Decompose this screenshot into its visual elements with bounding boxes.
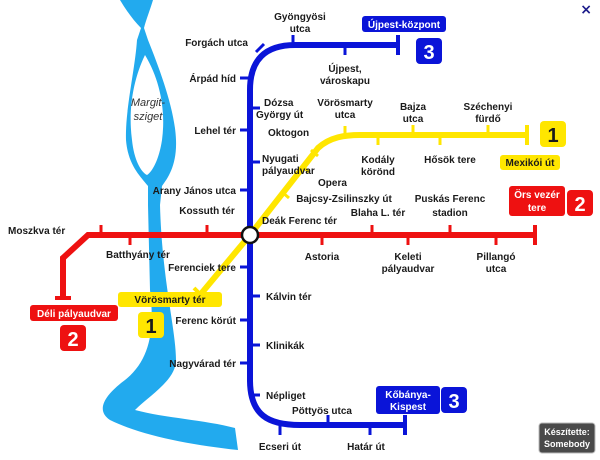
label-bajza-2: utca bbox=[403, 114, 424, 125]
label-ferenc-korut: Ferenc körút bbox=[175, 316, 236, 327]
label-puskas-1: Puskás Ferenc bbox=[415, 194, 486, 205]
badge-ors-line1: Örs vezér bbox=[514, 188, 560, 201]
badge-m3-north-number: 3 bbox=[423, 42, 434, 64]
label-vorosmarty-utca-1: Vörösmarty bbox=[317, 98, 373, 109]
badge-ors-line2: tere bbox=[528, 203, 547, 214]
margit-island bbox=[130, 55, 164, 175]
badge-ujpest-kozpont-label: Újpest-központ bbox=[368, 18, 441, 31]
label-opera: Opera bbox=[318, 178, 347, 189]
label-bajcsy: Bajcsy-Zsilinszky út bbox=[296, 194, 392, 205]
label-gyongyosi-2: utca bbox=[290, 24, 311, 35]
badge-kobanya-kispest[interactable]: Kőbánya- Kispest 3 bbox=[376, 386, 467, 414]
label-keleti-1: Keleti bbox=[394, 252, 421, 263]
tick-forgach bbox=[254, 42, 266, 54]
badge-deli-palyaudvar[interactable]: Déli pályaudvar 2 bbox=[30, 305, 118, 351]
label-kodaly-1: Kodály bbox=[361, 155, 395, 166]
label-astoria: Astoria bbox=[305, 252, 340, 263]
line-m1-track bbox=[197, 132, 527, 297]
credit-box: Készítette: Somebody bbox=[538, 422, 596, 454]
tick-bajcsy bbox=[281, 190, 290, 200]
label-ecseri: Ecseri út bbox=[259, 442, 302, 453]
label-hatar: Határ út bbox=[347, 442, 385, 453]
label-pillango-1: Pillangó bbox=[477, 252, 516, 263]
badge-m2-west-number: 2 bbox=[67, 329, 78, 351]
river-label: Duna bbox=[168, 395, 197, 415]
danube-river-channel bbox=[102, 0, 239, 450]
label-blaha: Blaha L. tér bbox=[351, 208, 406, 219]
label-nepliget: Népliget bbox=[266, 391, 306, 402]
badge-vorosmarty-label: Vörösmarty tér bbox=[134, 295, 205, 306]
label-dozsa-2: György út bbox=[256, 110, 304, 121]
badge-kobanya-line2: Kispest bbox=[390, 402, 427, 413]
label-keleti-2: pályaudvar bbox=[382, 264, 435, 275]
label-szechenyi-1: Széchenyi bbox=[464, 102, 513, 113]
credit-line2: Somebody bbox=[544, 439, 590, 449]
label-ferenciek: Ferenciek tere bbox=[168, 263, 236, 274]
label-nyugati-2: pályaudvar bbox=[262, 166, 315, 177]
close-button[interactable]: × bbox=[580, 2, 592, 18]
label-kalvin: Kálvin tér bbox=[266, 292, 312, 303]
badge-m2-east-number: 2 bbox=[574, 194, 585, 216]
label-szechenyi-2: fürdő bbox=[475, 114, 501, 125]
label-klinikak: Klinikák bbox=[266, 341, 305, 352]
badge-ujpest-kozpont[interactable]: Újpest-központ 3 bbox=[362, 16, 446, 64]
badge-mexikoi-ut[interactable]: 1 Mexikói út bbox=[500, 121, 566, 170]
badge-m3-south-number: 3 bbox=[448, 391, 459, 413]
badge-vorosmarty-ter[interactable]: Vörösmarty tér 1 bbox=[118, 292, 222, 338]
danube-river: Margit- sziget Duna bbox=[102, 0, 239, 450]
tick-oktogon bbox=[310, 148, 319, 158]
badge-m1-east-number: 1 bbox=[547, 125, 558, 147]
label-nagyvarad: Nagyvárad tér bbox=[169, 359, 236, 370]
badge-m1-west-number: 1 bbox=[145, 316, 156, 338]
label-pottyos: Pöttyös utca bbox=[292, 406, 352, 417]
station-labels: Gyöngyösi utca Forgách utca Árpád híd Új… bbox=[8, 12, 515, 453]
label-pillango-2: utca bbox=[486, 264, 507, 275]
line-m2-track bbox=[60, 232, 535, 298]
badge-ors-vezer-tere[interactable]: Örs vezér tere 2 bbox=[509, 186, 593, 216]
badge-mexikoi-label: Mexikói út bbox=[506, 158, 556, 169]
label-kodaly-2: körönd bbox=[361, 167, 395, 178]
label-dozsa-1: Dózsa bbox=[264, 98, 294, 109]
island-label-line2: sziget bbox=[134, 111, 164, 123]
label-ujpest-varoskapu-2: városkapu bbox=[320, 76, 370, 87]
label-bajza-1: Bajza bbox=[400, 102, 427, 113]
line-m2 bbox=[55, 225, 537, 300]
label-oktogon: Oktogon bbox=[268, 128, 309, 139]
label-forgach: Forgách utca bbox=[185, 38, 248, 49]
label-lehel: Lehel tér bbox=[194, 126, 236, 137]
label-moszkva: Moszkva tér bbox=[8, 226, 65, 237]
badge-kobanya-line1: Kőbánya- bbox=[385, 390, 431, 401]
label-kossuth: Kossuth tér bbox=[179, 206, 235, 217]
island-label-line1: Margit- bbox=[131, 97, 166, 109]
tick-opera bbox=[301, 164, 310, 174]
label-batthyany: Batthyány tér bbox=[106, 250, 170, 261]
label-vorosmarty-utca-2: utca bbox=[335, 110, 356, 121]
label-gyongyosi-1: Gyöngyösi bbox=[274, 12, 326, 23]
badge-deli-label: Déli pályaudvar bbox=[37, 309, 111, 320]
label-deak: Deák Ferenc tér bbox=[262, 216, 337, 227]
label-puskas-2: stadion bbox=[432, 208, 468, 219]
label-ujpest-varoskapu-1: Újpest, bbox=[328, 62, 362, 75]
deak-ferenc-ter-interchange[interactable] bbox=[240, 225, 260, 245]
label-hosok: Hősök tere bbox=[424, 155, 476, 166]
label-nyugati-1: Nyugati bbox=[262, 154, 299, 165]
label-arpad: Árpád híd bbox=[189, 72, 236, 85]
credit-line1: Készítette: bbox=[544, 427, 590, 437]
label-arany: Arany János utca bbox=[153, 186, 237, 197]
